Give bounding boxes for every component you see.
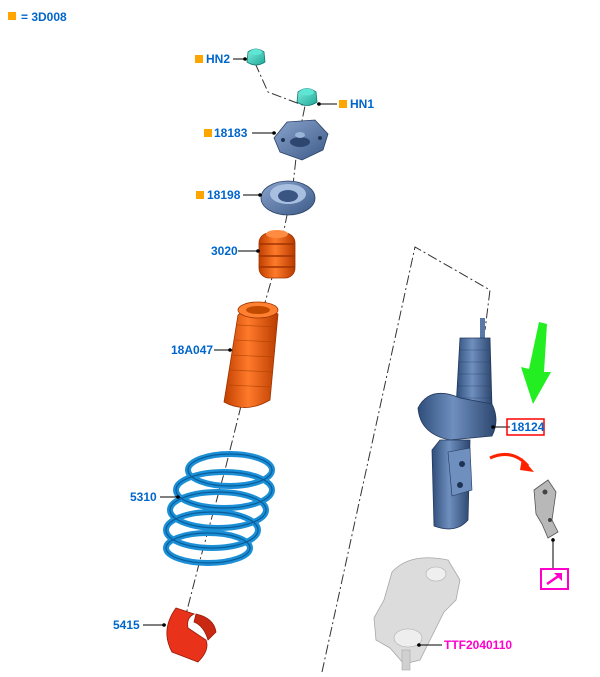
bracket-part [533,479,559,539]
label-hn1[interactable]: HN1 [350,97,374,111]
dust-boot-18a047-part [223,301,279,408]
label-5415[interactable]: 5415 [113,618,140,632]
marker-18198 [196,191,204,199]
nut-hn2-part [246,48,266,66]
marker-hn2 [195,55,203,63]
nut-hn1-part [296,88,318,106]
steering-knuckle-part [373,557,461,671]
label-hn2[interactable]: HN2 [206,52,230,66]
label-18124[interactable]: 18124 [511,420,545,434]
label-18183[interactable]: 18183 [214,126,248,140]
label-3020[interactable]: 3020 [211,244,238,258]
external-link-icon[interactable] [540,568,569,590]
label-18198[interactable]: 18198 [207,188,241,202]
label-5310[interactable]: 5310 [130,490,157,504]
marker-hn1 [339,100,347,108]
bearing-18198-part [260,180,316,216]
strut-18124-part [417,318,497,530]
marker-18183 [204,129,212,137]
top-mount-18183-part [273,119,329,161]
label-18a047[interactable]: 18A047 [171,343,213,357]
assembly-direction-line [321,246,491,673]
label-ttf2040110[interactable]: TTF2040110 [444,638,512,652]
spring-isolator-5415-part [166,607,217,663]
highlight-box-18124 [506,418,545,436]
green-arrow-icon [521,322,551,404]
legend-marker [8,12,16,20]
bump-stop-3020-part [258,230,296,279]
legend-text: = 3D008 [21,10,67,24]
